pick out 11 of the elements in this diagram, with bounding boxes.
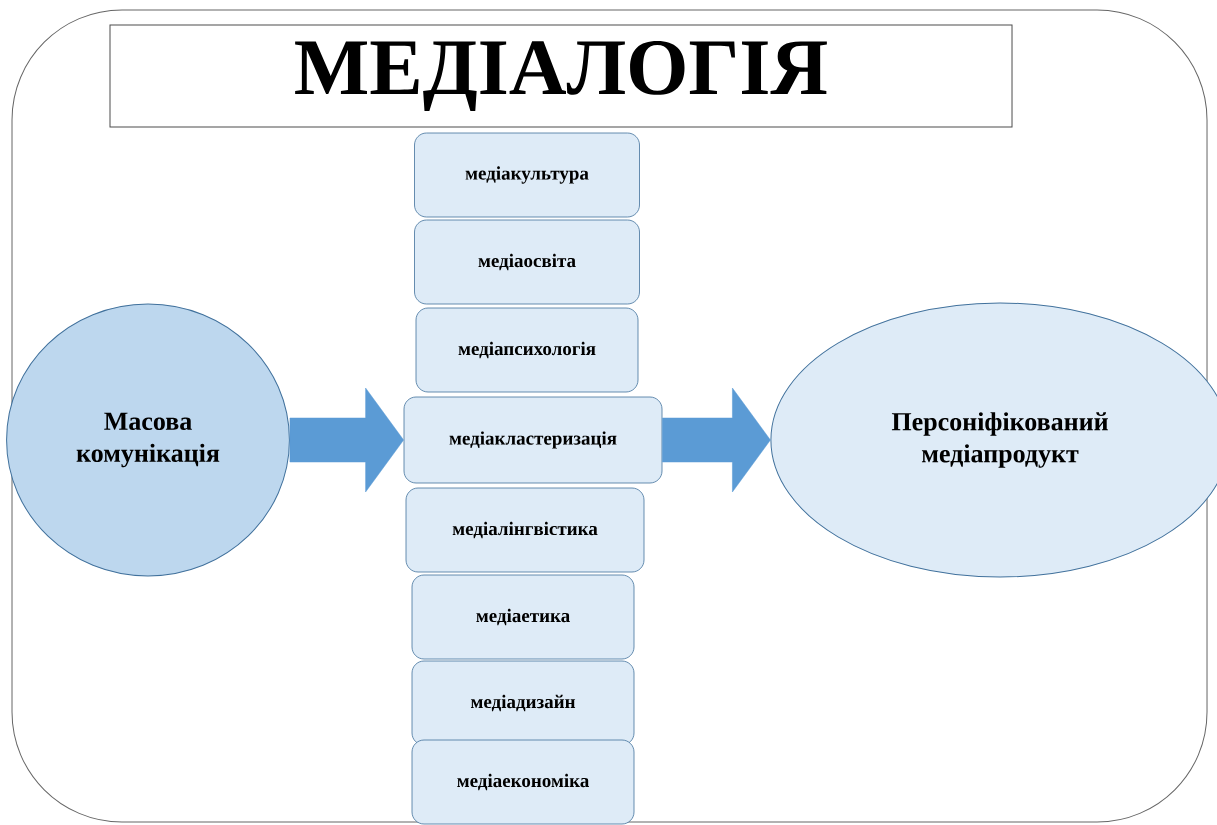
topic-box: медіапсихологія bbox=[415, 307, 639, 393]
topic-box: медіакластеризація bbox=[403, 396, 663, 484]
title-box: МЕДІАЛОГІЯ bbox=[109, 24, 1013, 128]
topic-box: медіаекономіка bbox=[411, 739, 635, 825]
topic-box: медіадизайн bbox=[411, 660, 635, 746]
topic-box: медіаетика bbox=[411, 574, 635, 660]
block-arrow bbox=[662, 387, 771, 493]
topic-box: медіакультура bbox=[414, 132, 640, 218]
topic-box: медіалінгвістика bbox=[405, 487, 645, 573]
block-arrow bbox=[289, 387, 404, 493]
topic-box: медіаосвіта bbox=[414, 219, 640, 305]
